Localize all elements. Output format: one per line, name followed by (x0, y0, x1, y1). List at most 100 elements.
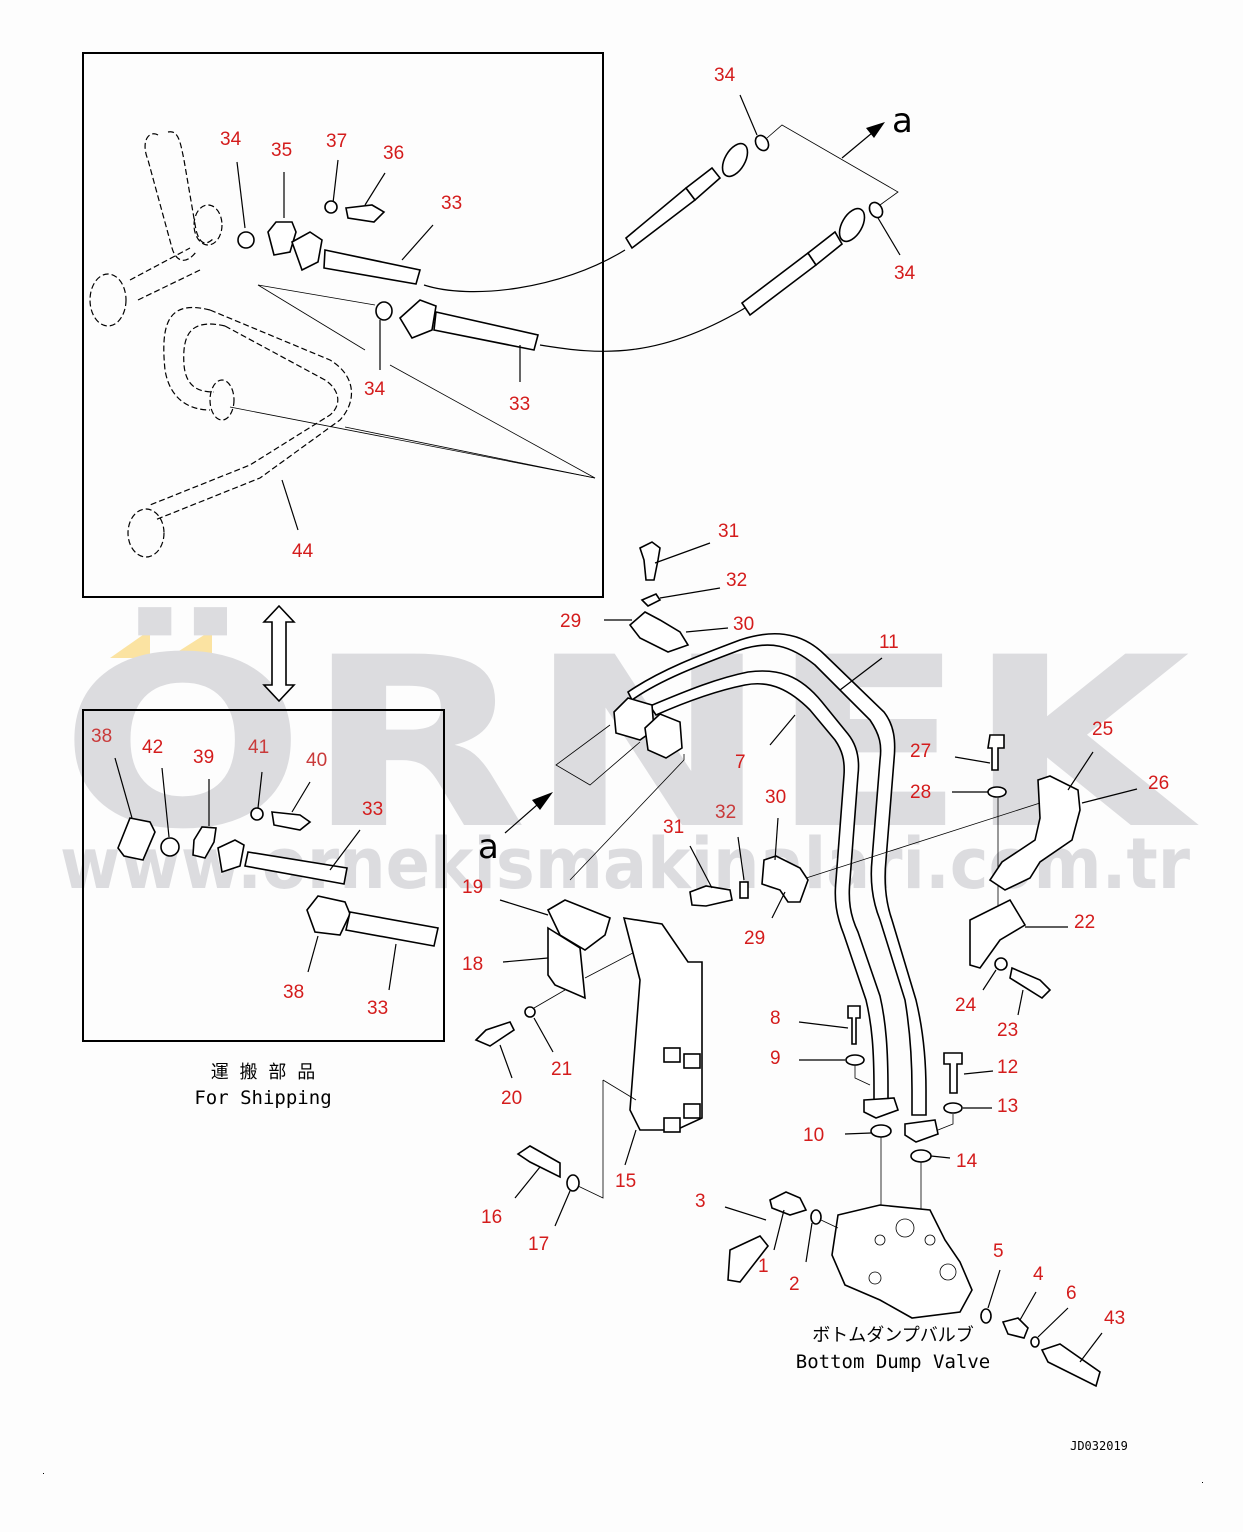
callout-31b: 31 (663, 817, 684, 838)
hose-icon-4 (740, 251, 818, 317)
inset-frame-bottom (82, 709, 445, 1042)
callout-33c: 33 (362, 799, 383, 820)
caption-shipping-en: For Shipping (194, 1087, 331, 1109)
watermark-brand: ÖRNEK (60, 606, 1200, 881)
callout-25: 25 (1092, 719, 1113, 740)
callout-34b: 34 (364, 379, 386, 400)
callout-10: 10 (803, 1125, 824, 1146)
bracket-22 (969, 898, 1027, 969)
callout-34d: 34 (894, 263, 916, 284)
split-flange-icon (267, 221, 297, 256)
callout-32b: 32 (715, 802, 736, 823)
callout-2: 2 (789, 1274, 800, 1295)
caption-shipping-jp: 運 搬 部 品 (211, 1062, 316, 1083)
flange-icon-4 (838, 207, 866, 243)
callouts-main: 31 32 29 30 11 7 27 25 28 26 30 32 31 29… (462, 521, 1169, 1329)
callout-38: 38 (91, 726, 112, 747)
callout-16: 16 (481, 1207, 502, 1228)
flange-icon-8 (863, 1097, 900, 1119)
bolt-icon-5 (1009, 966, 1052, 1000)
o-ring-icon-4 (160, 837, 180, 857)
callout-33b: 33 (509, 394, 530, 415)
flange-icon-2 (398, 299, 437, 339)
callout-33: 33 (441, 193, 462, 214)
washer-icon-5 (524, 1006, 536, 1018)
watermark-accent-1 (110, 630, 150, 658)
o-ring-icon-3 (868, 201, 884, 219)
corner-dot-right (1202, 1482, 1203, 1483)
o-ring-icon-7 (810, 1209, 822, 1225)
pipe-7 (648, 670, 889, 1101)
callout-42: 42 (142, 737, 163, 758)
split-flange-icon-2 (192, 826, 217, 859)
bottom-dump-valve (831, 1204, 973, 1319)
hose-icon-5 (244, 851, 348, 885)
callout-29: 29 (560, 611, 581, 632)
bolt-icon-3 (639, 541, 661, 581)
callout-19: 19 (462, 877, 483, 898)
corner-dot-left (43, 1473, 44, 1474)
callout-32: 32 (726, 570, 747, 591)
callout-17: 17 (528, 1234, 549, 1255)
callout-34c: 34 (714, 65, 736, 86)
callout-30b: 30 (765, 787, 786, 808)
callout-12: 12 (997, 1057, 1018, 1078)
o-ring-icon-2 (754, 134, 770, 152)
callout-27: 27 (910, 741, 931, 762)
callout-38b: 38 (283, 982, 304, 1003)
callout-36: 36 (383, 143, 404, 164)
callout-26: 26 (1148, 773, 1169, 794)
callout-35: 35 (271, 140, 292, 161)
main-assembly: a (474, 541, 1138, 1388)
hose-icon-6 (345, 911, 439, 947)
watermark-accent-2 (168, 630, 212, 658)
bracket-15 (622, 917, 703, 1131)
sensor-1 (769, 1191, 808, 1216)
callout-5: 5 (993, 1241, 1004, 1262)
washer-icon-8 (943, 1102, 963, 1114)
callout-20: 20 (501, 1088, 522, 1109)
flange-icon-3 (721, 142, 749, 178)
inset-frame-top (82, 52, 604, 598)
o-ring-icon-8 (980, 1308, 992, 1324)
bolt-icon-10 (943, 1052, 963, 1094)
leaders-top (229, 159, 751, 531)
shipping-parts (114, 757, 439, 991)
callout-18: 18 (462, 954, 483, 975)
bolt-icon-4 (987, 734, 1005, 771)
bolt-icon-7 (474, 1021, 516, 1047)
callout-15: 15 (615, 1171, 636, 1192)
hose-icon (323, 249, 422, 285)
connector-icon (663, 1047, 681, 1063)
callout-1: 1 (758, 1256, 769, 1277)
drawing-code: JD032019 (1070, 1439, 1128, 1453)
bolt-icon-8 (516, 1145, 561, 1179)
arrow-label-a-main: a (478, 827, 499, 867)
double-arrow-icon (262, 604, 296, 703)
callout-4: 4 (1033, 1264, 1044, 1285)
plate-icon (640, 593, 662, 607)
fitting-4 (1001, 1317, 1029, 1339)
pipe-11 (626, 632, 927, 1116)
washer-icon-2 (250, 807, 264, 821)
callouts-bottom-inset: 38 42 39 41 40 33 38 33 (91, 726, 388, 1019)
arrow-icon-2 (532, 792, 553, 810)
callout-7: 7 (735, 752, 746, 773)
hose-fitting-43 (1040, 1343, 1101, 1388)
callout-30: 30 (733, 614, 754, 635)
washer-icon-3 (987, 786, 1007, 798)
clamp-icon-2 (761, 855, 809, 903)
o-ring-icon-5 (870, 1124, 892, 1138)
flange-icon-9 (904, 1119, 939, 1143)
callout-23: 23 (997, 1020, 1018, 1041)
callout-13: 13 (997, 1096, 1018, 1117)
washer-icon-6 (566, 1174, 580, 1192)
bolt-icon (345, 204, 386, 223)
callout-43: 43 (1104, 1308, 1125, 1329)
callout-8: 8 (770, 1008, 781, 1029)
washer-icon-7 (845, 1054, 865, 1066)
callout-40: 40 (306, 750, 327, 771)
o-ring-icon (237, 231, 255, 249)
